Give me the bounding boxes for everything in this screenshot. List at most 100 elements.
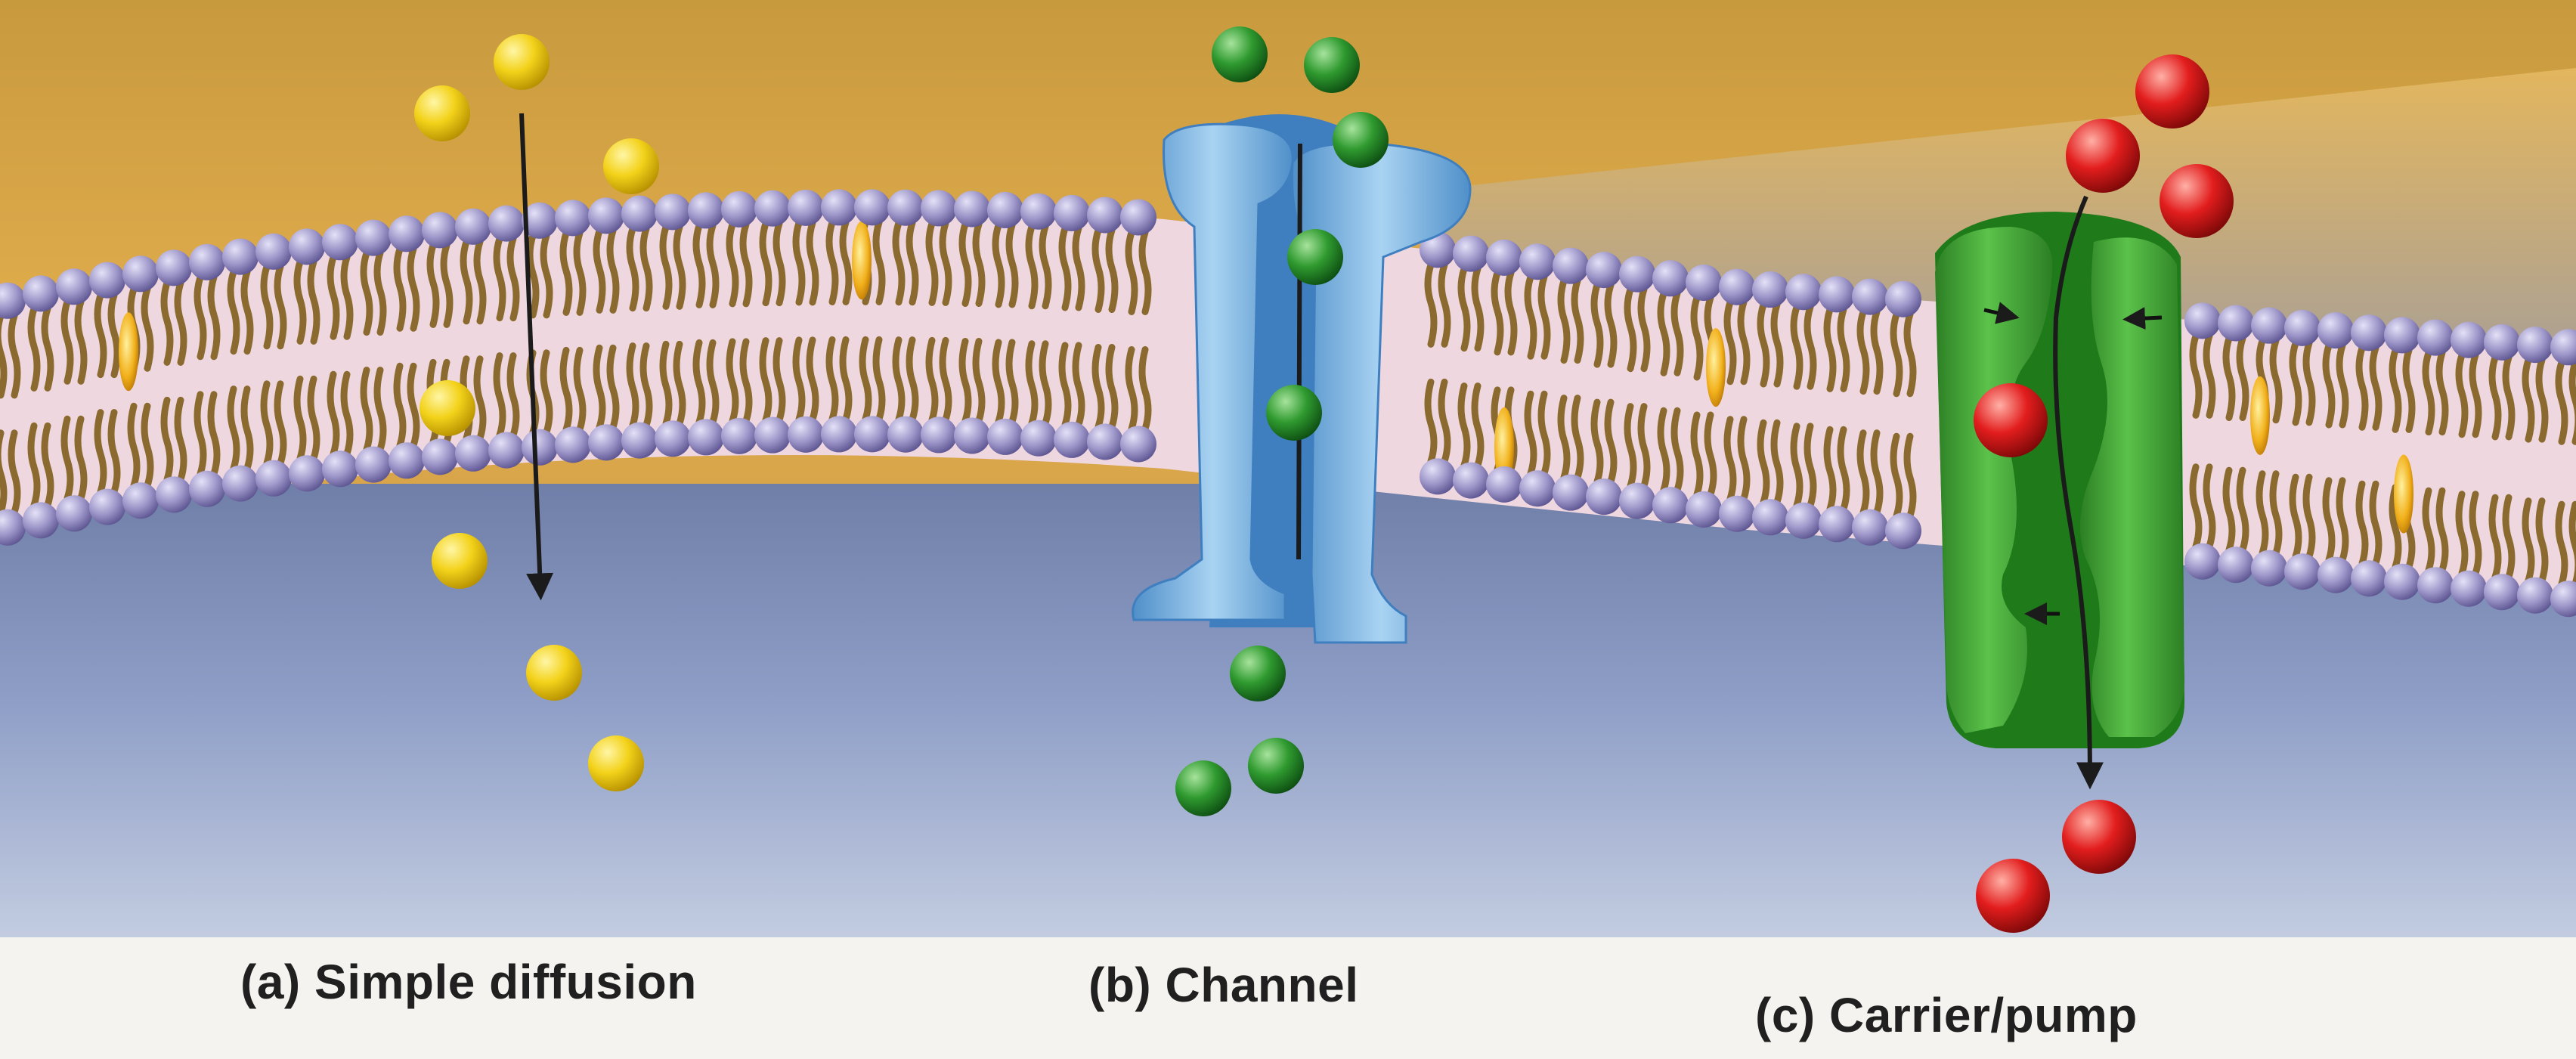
phospholipid-head [887,190,924,226]
phospholipid-head [854,189,890,225]
phospholipid-head [688,192,724,228]
phospholipid-head [2484,574,2520,610]
phospholipid-head [89,489,125,525]
phospholipid-head [954,417,990,454]
phospholipid-head [621,423,658,459]
phospholipid-head [488,206,525,242]
phospholipid-head [1652,487,1689,523]
green-ion-icon [1266,385,1322,441]
phospholipid-head [1020,420,1057,457]
phospholipid-head [1885,281,1921,317]
phospholipid-head [2451,571,2487,607]
phospholipid-head [1652,260,1689,296]
red-molecule-icon [2135,54,2209,129]
phospholipid-head [1785,274,1822,310]
phospholipid-head [255,234,292,270]
cholesterol [852,221,872,299]
phospholipid-head [1619,483,1655,519]
phospholipid-head [2384,317,2420,353]
phospholipid-head [1486,240,1522,276]
phospholipid-head [2284,553,2321,590]
phospholipid-head [2517,327,2553,363]
yellow-molecule-icon [414,85,470,141]
phospholipid-head [555,200,591,236]
cholesterol [1706,328,1726,407]
phospholipid-head [1519,470,1556,506]
red-molecule-icon [2160,164,2234,238]
phospholipid-head [1852,509,1888,546]
arrow-down-icon [1299,144,1300,559]
phospholipid-head [1719,269,1755,305]
cholesterol [2394,455,2413,534]
phospholipid-head [355,220,392,256]
phospholipid-head [156,476,192,512]
phospholipid-head [987,419,1023,455]
phospholipid-head [2384,564,2420,600]
phospholipid-head [2317,312,2354,348]
cholesterol [119,312,138,391]
carrier-arrow-2 [2132,317,2162,319]
phospholipid-head [189,244,225,280]
phospholipid-head [1686,265,1722,301]
green-ion-icon [1333,112,1389,168]
phospholipid-head [688,419,724,455]
phospholipid-head [1785,503,1822,539]
phospholipid-head [821,416,857,452]
phospholipid-head [2184,543,2221,580]
phospholipid-head [89,262,125,299]
phospholipid-head [721,191,757,228]
phospholipid-head [1819,276,1855,312]
green-ion-icon [1304,37,1360,93]
phospholipid-head [1852,279,1888,315]
phospholipid-head [1087,424,1123,460]
phospholipid-head [588,197,624,234]
phospholipid-head [355,447,392,483]
cholesterol [2250,376,2270,455]
phospholipid-head [2484,324,2520,361]
green-ion-icon [1212,26,1268,82]
phospholipid-head [1752,271,1788,308]
red-molecule-icon [2062,800,2136,874]
yellow-molecule-icon [432,533,488,589]
phospholipid-head [23,502,59,538]
red-molecule-icon [1974,383,2048,457]
phospholipid-head [2351,314,2387,351]
green-ion-icon [1175,760,1231,816]
phospholipid-head [322,224,358,260]
phospholipid-head [1586,252,1622,288]
phospholipid-head [987,192,1023,228]
phospholipid-head [2218,547,2254,583]
phospholipid-head [2218,305,2254,342]
phospholipid-head [821,189,857,225]
phospholipid-head [1719,496,1755,532]
phospholipid-head [23,275,59,311]
caption-channel: (b) Channel [1088,957,1358,1013]
phospholipid-head [721,418,757,454]
phospholipid-head [2284,310,2321,346]
yellow-molecule-icon [420,380,475,436]
phospholipid-head [289,455,325,491]
phospholipid-head [1885,512,1921,549]
phospholipid-head [222,239,259,275]
phospholipid-head [222,466,259,502]
phospholipid-head [1020,194,1057,230]
phospholipid-head [2251,308,2287,344]
phospholipid-head [754,190,791,227]
phospholipid-head [2451,322,2487,358]
phospholipid-head [621,196,658,232]
phospholipid-head [854,416,890,452]
red-molecule-icon [2066,119,2140,193]
phospholipid-head [156,249,192,286]
phospholipid-head [322,451,358,487]
phospholipid-head [1120,199,1156,235]
phospholipid-head [189,471,225,507]
caption-carrier-pump: (c) Carrier/pump [1755,987,2138,1043]
red-molecule-icon [1976,859,2050,933]
phospholipid-head [2184,302,2221,339]
phospholipid-head [788,190,824,226]
phospholipid-head [2417,320,2454,356]
phospholipid-head [1054,422,1090,458]
phospholipid-head [1519,243,1556,280]
green-ion-icon [1230,646,1286,701]
